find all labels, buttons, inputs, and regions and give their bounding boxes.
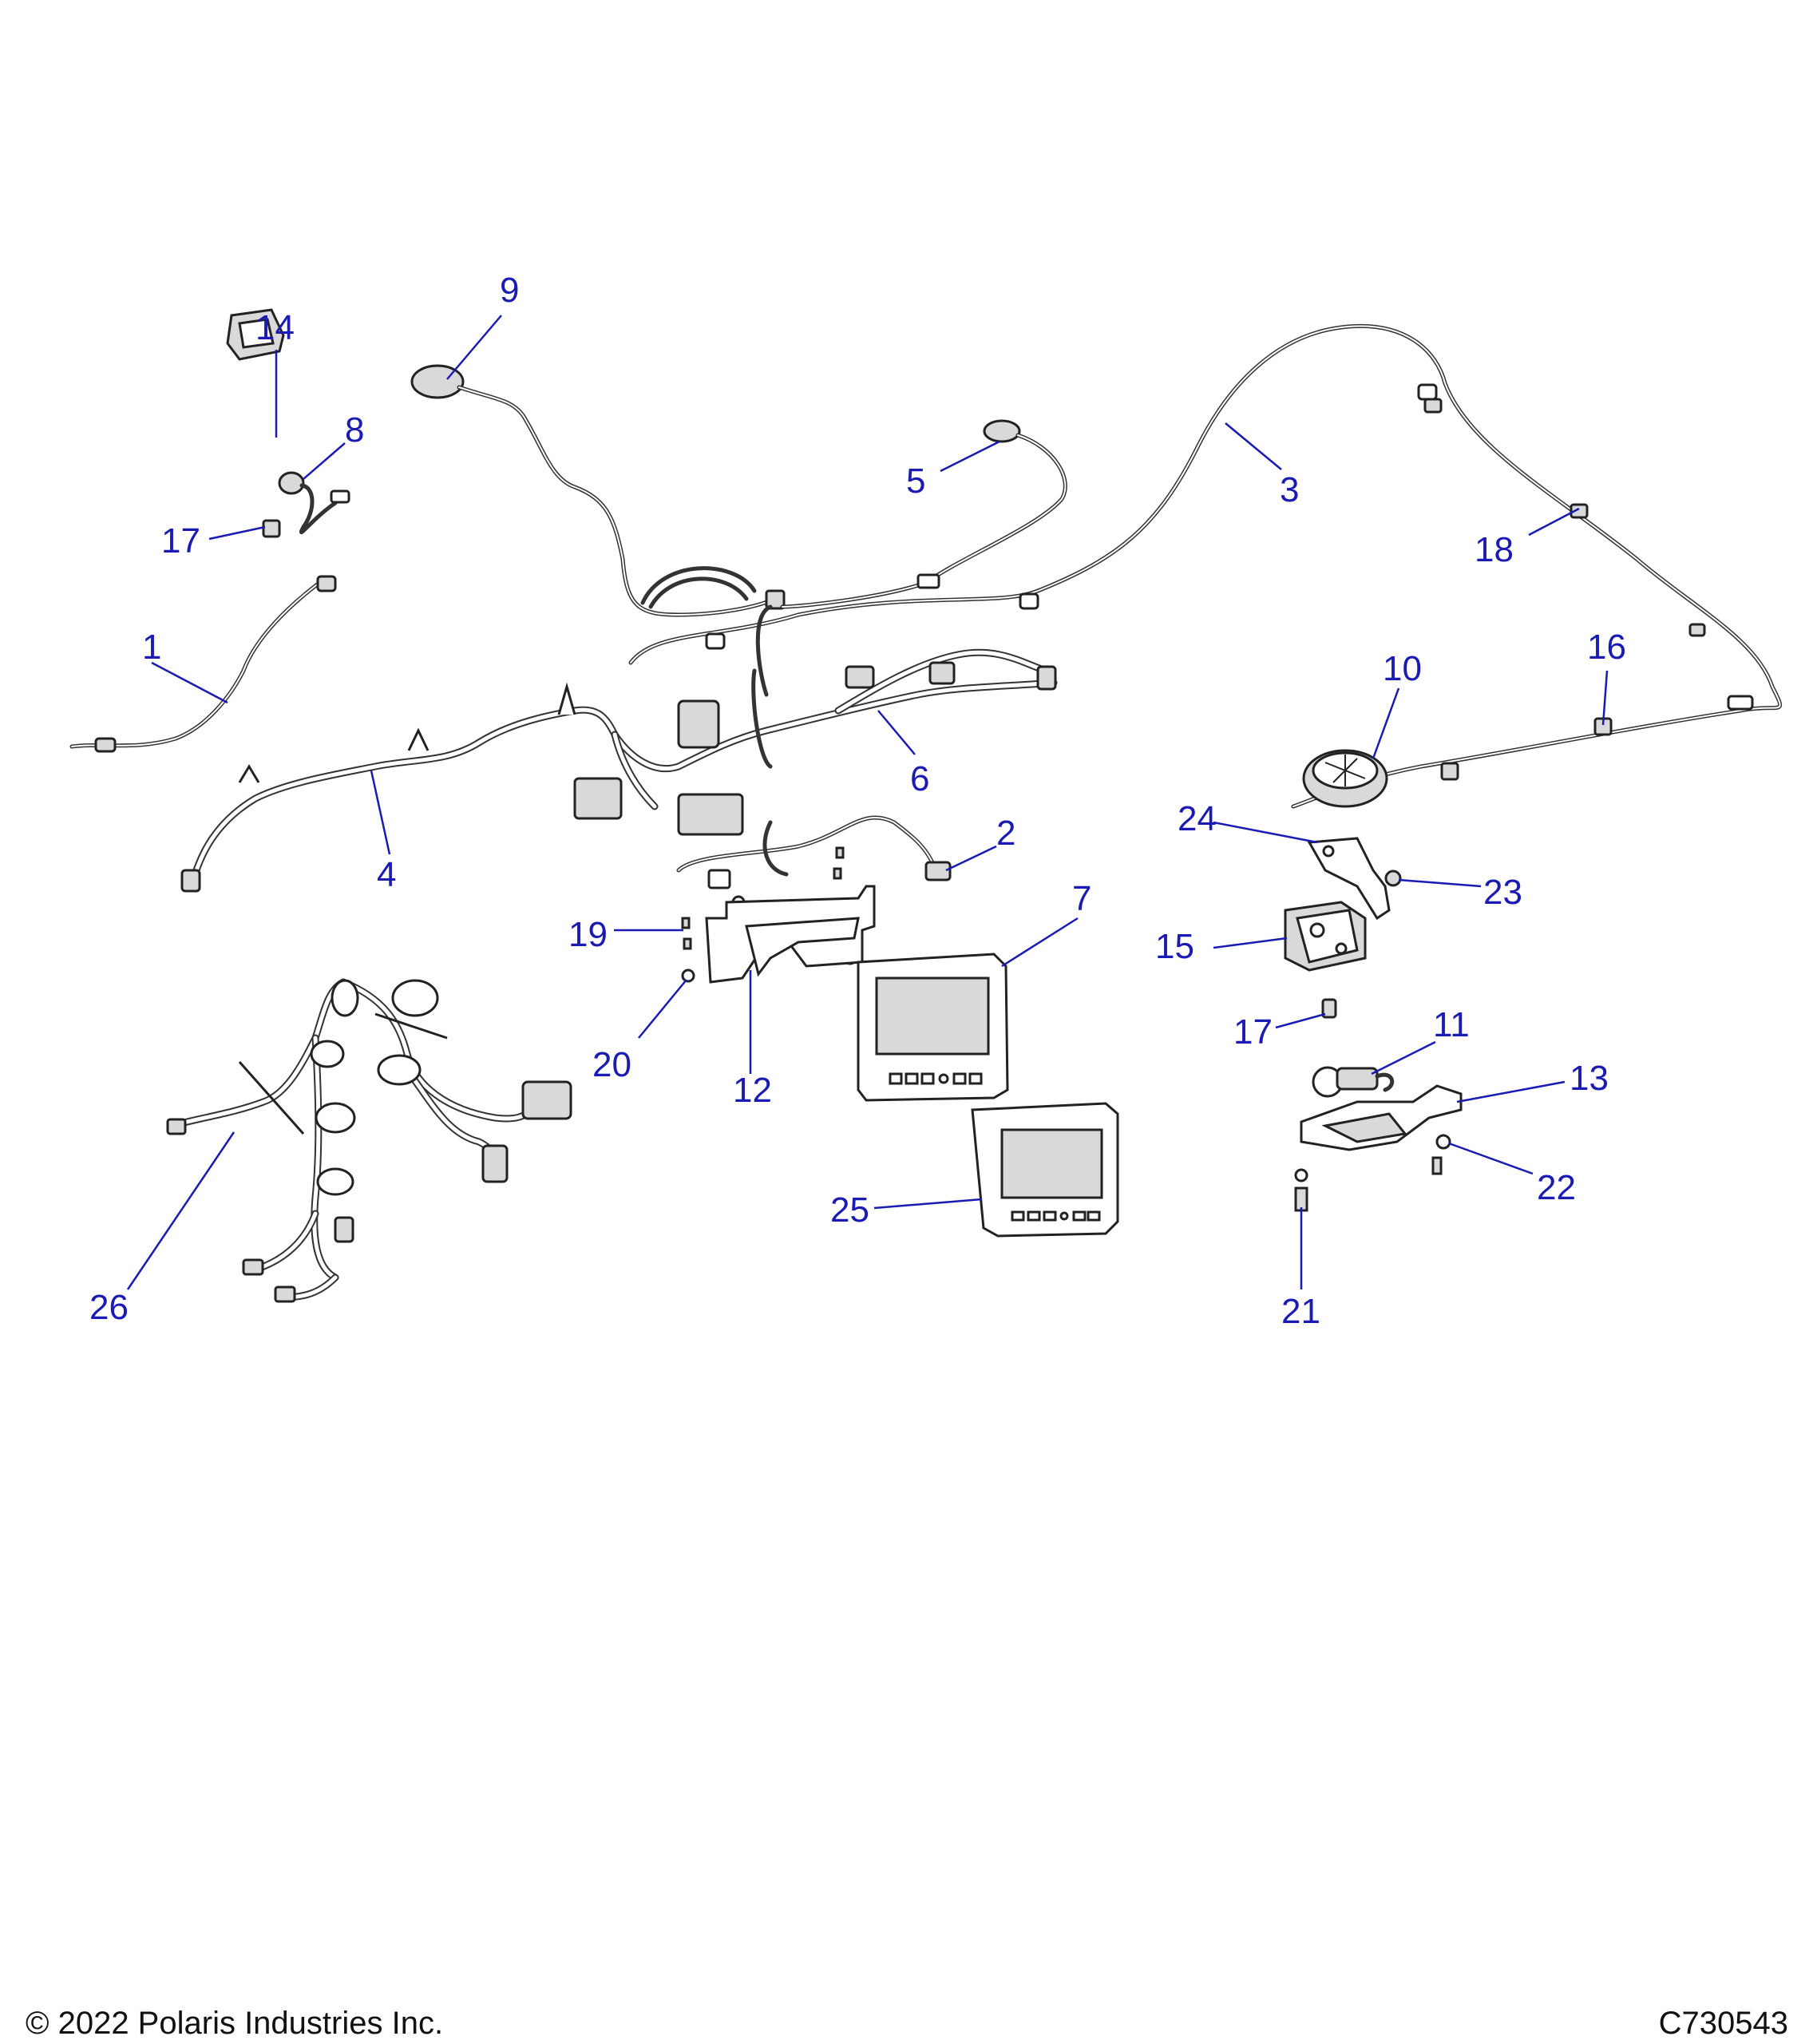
part-25-housing <box>971 1102 1119 1238</box>
callout-17-right: 17 <box>1233 1012 1273 1052</box>
callout-15: 15 <box>1155 927 1194 966</box>
callout-12: 12 <box>733 1071 772 1110</box>
part-5-sensor <box>780 419 1067 609</box>
callout-19: 19 <box>568 915 608 954</box>
callout-10: 10 <box>1383 649 1422 688</box>
callout-7: 7 <box>1072 879 1091 918</box>
part-11-sensor <box>1312 1066 1395 1098</box>
clip-lower <box>1440 762 1459 781</box>
part-4-harness <box>180 604 1058 893</box>
callout-14: 14 <box>255 308 295 347</box>
callout-21: 21 <box>1281 1292 1320 1331</box>
part-7-display <box>857 953 1009 1102</box>
leader-lines <box>126 315 1609 1290</box>
part-8-sensor <box>278 471 350 534</box>
callout-22: 22 <box>1537 1168 1576 1207</box>
part-10-horn <box>1302 749 1388 808</box>
callout-26: 26 <box>89 1288 129 1327</box>
clip-right <box>1688 623 1706 637</box>
callout-8: 8 <box>345 410 364 450</box>
part-13-bracket <box>1300 1084 1463 1151</box>
part-22-fastener <box>1431 1134 1451 1175</box>
callout-6: 6 <box>910 759 929 798</box>
part-17-connector-right <box>1321 998 1337 1019</box>
part-26-harness <box>166 978 572 1303</box>
part-9-sensor <box>410 364 786 617</box>
callout-4: 4 <box>377 855 396 894</box>
part-24-bracket <box>1307 837 1391 921</box>
callout-5: 5 <box>906 461 925 501</box>
callout-11: 11 <box>1433 1005 1470 1044</box>
part-23-nut <box>1384 869 1402 887</box>
clip-18 <box>1570 503 1589 519</box>
callout-18: 18 <box>1475 530 1514 569</box>
callout-16: 16 <box>1587 628 1626 667</box>
callout-17-left: 17 <box>161 521 200 561</box>
figure-id: C730543 <box>1658 2006 1788 2041</box>
callout-24: 24 <box>1178 799 1217 838</box>
part-21-bolt <box>1294 1168 1308 1212</box>
part-2-harness <box>676 815 952 889</box>
callout-2: 2 <box>996 814 1015 853</box>
callout-20: 20 <box>592 1045 631 1084</box>
part-3-harness <box>628 324 1782 809</box>
callout-13: 13 <box>1570 1059 1609 1098</box>
callout-25: 25 <box>830 1190 869 1230</box>
callout-9: 9 <box>500 271 519 310</box>
part-17-connector-left <box>262 519 281 538</box>
callout-23: 23 <box>1483 873 1522 912</box>
part-15-module <box>1284 901 1367 972</box>
part-12-bracket <box>705 885 876 984</box>
clip-upper <box>1423 398 1443 414</box>
callout-1: 1 <box>142 628 161 667</box>
copyright-notice: © 2022 Polaris Industries Inc. <box>26 2006 444 2041</box>
part-14-housing <box>226 308 285 361</box>
part-1-harness <box>69 575 337 753</box>
callout-3: 3 <box>1280 470 1299 509</box>
callout-labels: 1 2 3 4 5 6 7 8 9 10 11 12 13 14 15 16 1… <box>89 271 1626 1331</box>
